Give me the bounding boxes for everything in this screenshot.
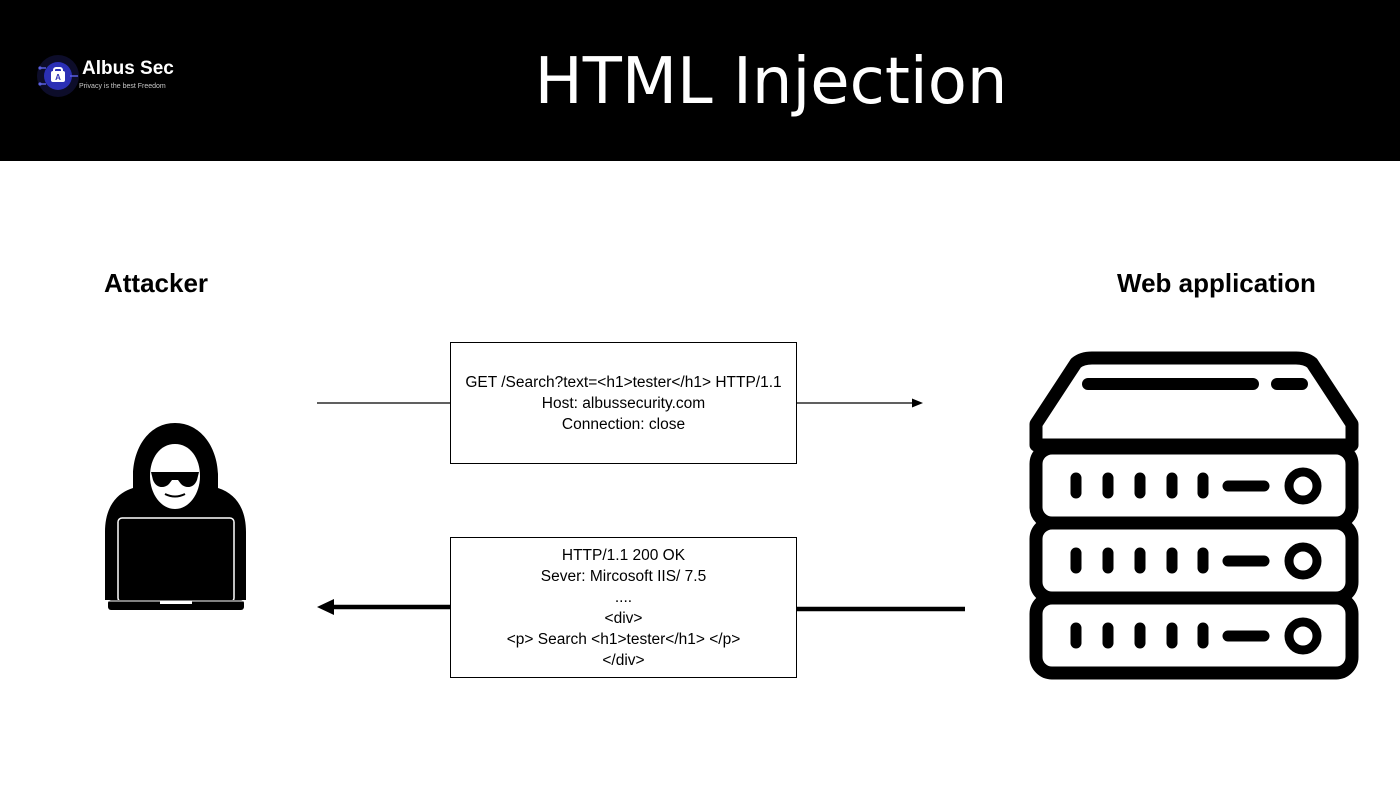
server-icon xyxy=(1029,351,1359,680)
http-request-box: GET /Search?text=<h1>tester</h1> HTTP/1.… xyxy=(450,342,797,464)
request-line: GET /Search?text=<h1>tester</h1> HTTP/1.… xyxy=(465,373,782,391)
header-bar: A Albus Sec Privacy is the best Freedom … xyxy=(0,0,1400,161)
page-title: HTML Injection xyxy=(534,45,1008,119)
response-line: <p> Search <h1>tester</h1> </p> xyxy=(506,630,741,648)
request-arrow xyxy=(317,398,923,408)
response-line: <div> xyxy=(604,609,643,627)
logo-tagline: Privacy is the best Freedom xyxy=(79,83,166,90)
response-line: HTTP/1.1 200 OK xyxy=(561,546,686,564)
response-arrow xyxy=(317,599,965,615)
svg-text:A: A xyxy=(55,73,61,82)
request-line: Host: albussecurity.com xyxy=(541,394,706,412)
logo-name: Albus Sec xyxy=(82,58,174,79)
request-line: Connection: close xyxy=(561,415,686,433)
hacker-icon xyxy=(105,423,246,610)
http-response-box: HTTP/1.1 200 OK Sever: Mircosoft IIS/ 7.… xyxy=(450,537,797,678)
response-line: Sever: Mircosoft IIS/ 7.5 xyxy=(540,567,707,585)
brand-logo: A Albus Sec Privacy is the best Freedom xyxy=(36,46,196,108)
response-line: .... xyxy=(614,588,633,606)
attacker-label: Attacker xyxy=(104,268,209,298)
response-line: </div> xyxy=(602,651,645,669)
albus-sec-logo-icon: A xyxy=(37,55,79,97)
web-application-label: Web application xyxy=(1117,268,1316,298)
